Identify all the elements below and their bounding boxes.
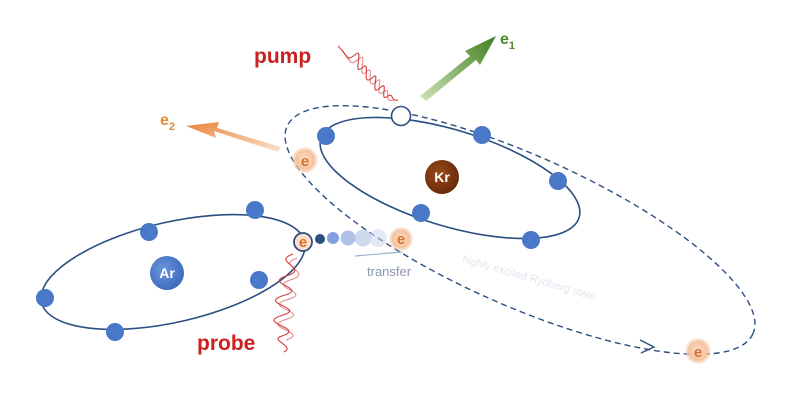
e2-label: e2 bbox=[160, 112, 175, 133]
orbit-arrowhead bbox=[639, 339, 656, 354]
kr-electrons bbox=[317, 126, 567, 249]
transferred-electron bbox=[389, 227, 413, 251]
ar-label: Ar bbox=[159, 265, 175, 281]
rydberg-electron-right-label: e bbox=[694, 344, 702, 361]
kr-label: Kr bbox=[434, 169, 450, 185]
transfer-trail bbox=[315, 229, 387, 247]
e1-emission-arrow-icon bbox=[420, 36, 496, 101]
pump-wave-icon bbox=[337, 45, 399, 102]
kr-electron bbox=[522, 231, 540, 249]
probe-label: probe bbox=[197, 332, 255, 355]
e1-label: e1 bbox=[500, 31, 515, 52]
ar-electron bbox=[140, 223, 158, 241]
ar-electron bbox=[246, 201, 264, 219]
kr-electron bbox=[473, 126, 491, 144]
ar-transfer-electron-label: e bbox=[299, 234, 307, 251]
rydberg-electron-left-label: e bbox=[301, 153, 309, 170]
kr-electron bbox=[412, 204, 430, 222]
rydberg-orbit bbox=[284, 104, 756, 356]
kr-nucleus bbox=[425, 160, 459, 194]
ar-electrons bbox=[36, 201, 268, 341]
e2-emission-arrow-icon bbox=[186, 122, 281, 152]
rydberg-state-label: highly excited Rydberg state bbox=[461, 253, 597, 303]
rydberg-electron-right bbox=[685, 338, 711, 364]
kr-vacancy bbox=[390, 105, 412, 127]
ar-electron bbox=[106, 323, 124, 341]
pump-label: pump bbox=[254, 45, 311, 68]
transfer-label: transfer bbox=[367, 264, 412, 279]
ar-nucleus bbox=[150, 256, 184, 290]
probe-wave-icon bbox=[273, 253, 300, 353]
ar-electron bbox=[36, 289, 54, 307]
rydberg-electron-left bbox=[292, 147, 318, 173]
transfer-arrow bbox=[354, 251, 403, 257]
ar-electron bbox=[250, 271, 268, 289]
kr-electron bbox=[549, 172, 567, 190]
transferred-electron-label: e bbox=[397, 231, 405, 248]
kr-electron bbox=[317, 127, 335, 145]
ar-transfer-electron bbox=[293, 232, 313, 252]
